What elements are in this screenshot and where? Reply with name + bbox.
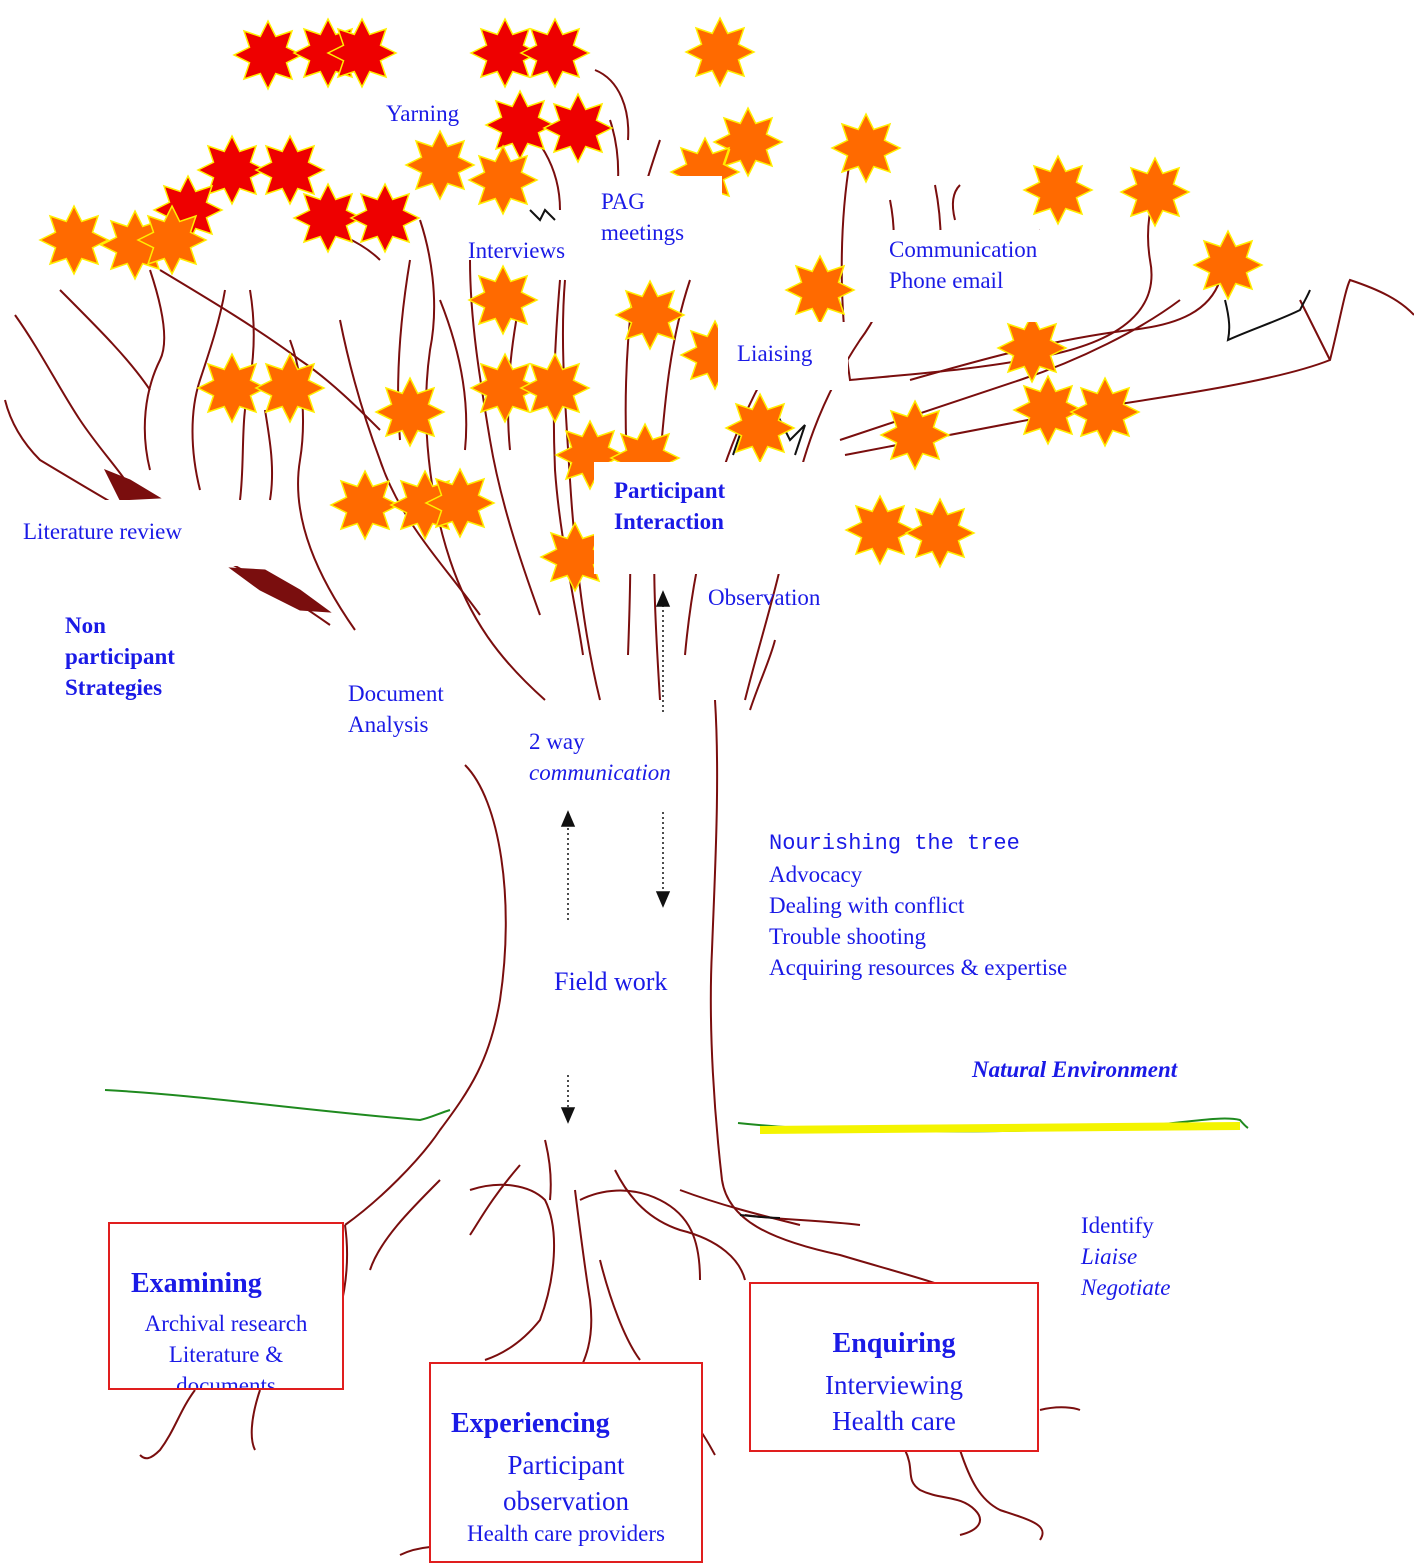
label-liaising: Liaising [737,341,813,366]
burst-orange [615,280,685,350]
label-non-participant-line1: Non [65,613,106,638]
label-non-participant-strategies: Non participant Strategies [65,610,175,703]
box-experiencing-line2: observation [503,1486,629,1516]
box-examining: Examining Archival research Literature &… [108,1222,344,1390]
burst-orange [1013,375,1083,445]
burst-orange [845,495,915,565]
tree-bark-marks [103,469,332,613]
burst-orange [905,498,975,568]
label-two-way-line2: communication [529,760,671,785]
nourishing-item: Trouble shooting [769,924,926,949]
burst-orange [880,400,950,470]
box-examining-line: documents [176,1373,276,1390]
burst-red [520,18,590,88]
burst-orange [330,470,400,540]
nourishing-item: Acquiring resources & expertise [769,955,1068,980]
label-non-participant-line3: Strategies [65,675,163,700]
label-two-way-line1: 2 way [529,729,585,754]
label-literature-review: Literature review [23,519,182,544]
box-examining-line: Literature & [168,1342,284,1367]
label-participant-interaction: Participant Interaction [614,475,725,537]
box-enquiring-line2: Health care [832,1406,956,1436]
burst-orange [1070,377,1140,447]
burst-orange [39,205,109,275]
burst-red [543,93,613,163]
burst-orange [520,353,590,423]
label-communication: Communication Phone email [889,234,1037,296]
label-field-work: Field work [554,967,668,996]
burst-orange [375,377,445,447]
root-actions: Identify Liaise Negotiate [1081,1210,1170,1303]
burst-orange [785,255,855,325]
box-enquiring-title: Enquiring [832,1328,956,1359]
burst-orange [405,130,475,200]
label-natural-environment: Natural Environment [972,1057,1178,1082]
burst-orange [255,353,325,423]
burst-orange [1023,155,1093,225]
burst-red [485,90,555,160]
label-participant-interaction-line2: Interaction [614,509,724,534]
label-document-analysis: Document Analysis [348,678,444,740]
label-pag-line1: PAG [601,189,645,214]
ground-highlight [760,1122,1240,1134]
label-pag-line2: meetings [601,220,685,245]
label-communication-line2: Phone email [889,268,1004,293]
label-pag-meetings: PAG meetings [601,186,684,248]
burst-orange [685,17,755,87]
box-enquiring-line1: Interviewing [825,1370,963,1400]
burst-orange [831,113,901,183]
label-participant-interaction-line1: Participant [614,478,726,503]
burst-orange [1120,157,1190,227]
burst-red [233,20,303,90]
box-experiencing-line1: Participant [507,1450,625,1480]
label-observation: Observation [708,585,821,610]
burst-red [350,183,420,253]
label-non-participant-line2: participant [65,644,175,669]
burst-orange [425,468,495,538]
label-interviews: Interviews [468,238,566,263]
box-enquiring: Enquiring Interviewing Health care [749,1282,1039,1452]
nourishing-list: Nourishing the tree Advocacy Dealing wit… [769,828,1067,983]
burst-orange [137,205,207,275]
communication-arrows [560,590,671,1124]
box-examining-line: Archival research [144,1311,308,1336]
box-examining-title: Examining [131,1268,262,1299]
box-experiencing-line3: Health care providers [467,1521,665,1546]
label-document-analysis-line2: Analysis [348,712,429,737]
label-communication-line1: Communication [889,237,1038,262]
label-yarning: Yarning [386,101,460,126]
burst-orange [725,393,795,463]
root-action-identify: Identify [1081,1213,1154,1238]
burst-red [327,18,397,88]
burst-red [255,135,325,205]
tree-black-strokes [529,208,1311,1219]
root-action-liaise: Liaise [1081,1244,1138,1269]
label-two-way-communication: 2 way communication [529,726,671,788]
root-action-negotiate: Negotiate [1081,1275,1171,1300]
ground-line [104,1089,1249,1134]
box-experiencing: Experiencing Participant observation Hea… [429,1362,703,1563]
burst-orange [1193,230,1263,300]
burst-orange [468,265,538,335]
label-document-analysis-line1: Document [348,681,444,706]
nourishing-item: Advocacy [769,862,863,887]
nourishing-heading: Nourishing the tree [769,831,1020,856]
burst-orange [997,313,1067,383]
burst-orange [468,145,538,215]
box-experiencing-title: Experiencing [451,1408,610,1439]
nourishing-item: Dealing with conflict [769,893,965,918]
